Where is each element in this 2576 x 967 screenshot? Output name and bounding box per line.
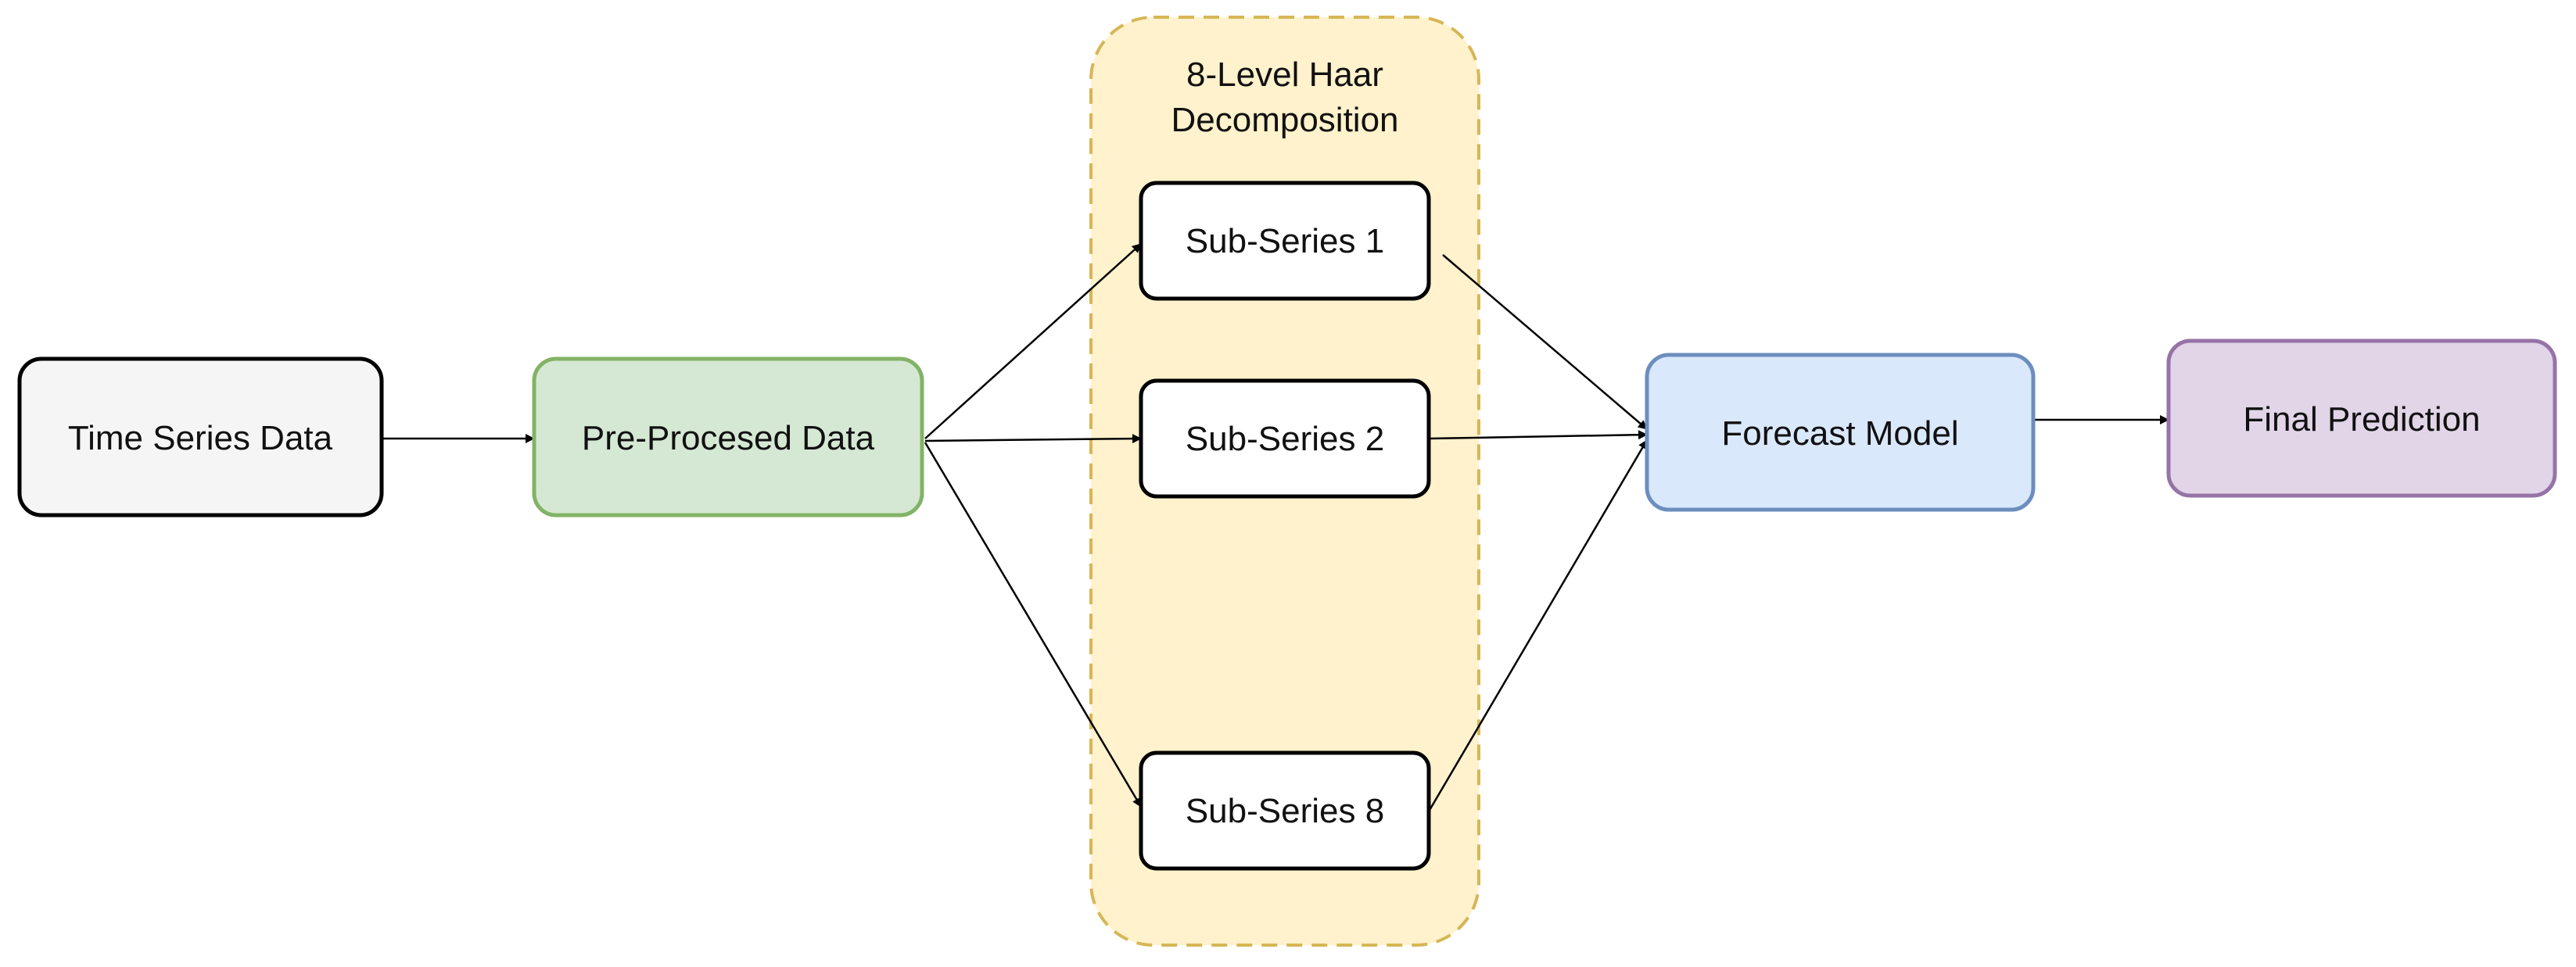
edge-preprocessed-to-sub8 <box>924 442 1143 808</box>
forecast-model-label: Forecast Model <box>1721 414 1958 453</box>
node-sub-series-2: Sub-Series 2 <box>1139 378 1431 499</box>
forecast-model-box <box>1645 353 2036 512</box>
sub-series-1-box <box>1139 181 1431 301</box>
group-title-line1: 8-Level Haar <box>1186 56 1383 94</box>
edge-preprocessed-to-sub2 <box>924 434 1142 444</box>
sub-series-8-box <box>1139 750 1431 871</box>
node-final-prediction: Final Prediction <box>2166 338 2557 498</box>
time-series-data-label: Time Series Data <box>68 419 333 457</box>
edge-sub1-to-forecast <box>1442 254 1648 430</box>
edge-sub2-to-forecast <box>1428 430 1648 440</box>
node-preprocessed-data: Pre-Procesed Data <box>532 356 924 518</box>
node-time-series-data: Time Series Data <box>17 356 384 518</box>
group-title-line2: Decomposition <box>1171 101 1398 139</box>
preprocessed-data-box <box>532 356 924 518</box>
preprocessed-data-label: Pre-Procesed Data <box>582 419 875 457</box>
edges <box>382 243 2169 812</box>
sub-series-8-label: Sub-Series 8 <box>1186 792 1384 830</box>
sub-series-1-label: Sub-Series 1 <box>1186 222 1384 260</box>
node-sub-series-1: Sub-Series 1 <box>1139 181 1431 301</box>
edge-preprocessed-to-sub1 <box>924 243 1142 439</box>
node-sub-series-8: Sub-Series 8 <box>1139 750 1431 871</box>
node-forecast-model: Forecast Model <box>1645 353 2036 512</box>
time-series-data-box <box>17 356 384 518</box>
sub-series-2-label: Sub-Series 2 <box>1186 420 1384 458</box>
final-prediction-box <box>2166 338 2557 498</box>
final-prediction-label: Final Prediction <box>2243 400 2480 439</box>
sub-series-2-box <box>1139 378 1431 499</box>
edge-sub8-to-forecast <box>1427 439 1649 812</box>
